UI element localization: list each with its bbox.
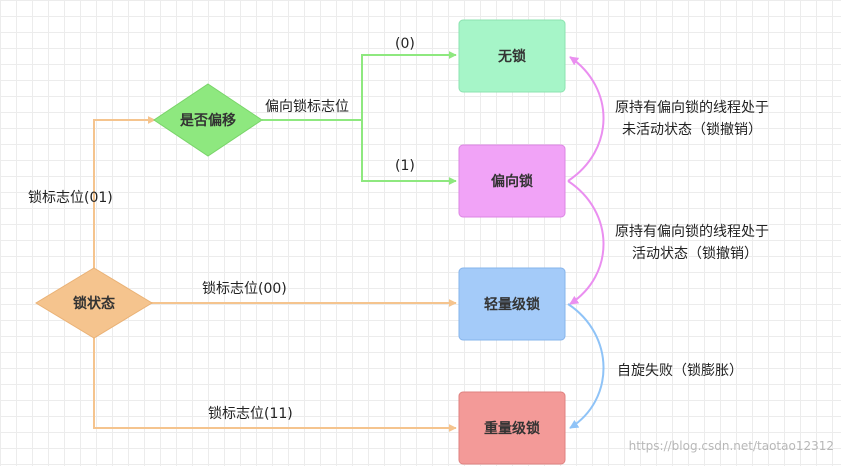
node-heavyweight-lock-label: 重量级锁 — [484, 420, 540, 437]
edge-label-revoke-inactive-line2: 未活动状态（锁撤销） — [622, 122, 762, 138]
node-is-biased — [153, 83, 263, 157]
edge-label-revoke-active-line2: 活动状态（锁撤销） — [632, 246, 758, 262]
node-lock-state — [35, 267, 153, 339]
node-lock-state-label: 锁状态 — [73, 295, 115, 312]
edge-isbiased-to-nolock — [361, 51, 457, 120]
node-biased-lock-label: 偏向锁 — [491, 173, 533, 190]
edge-label-flag-00: 锁标志位(00) — [202, 281, 287, 297]
edge-label-bit-0: (0) — [395, 36, 415, 52]
node-no-lock-label: 无锁 — [497, 48, 526, 65]
edge-biased-to-lightweight — [567, 180, 605, 305]
edge-label-flag-11: 锁标志位(11) — [208, 406, 293, 422]
edge-isbiased-to-biased — [361, 120, 457, 185]
node-lightweight-lock — [458, 267, 566, 341]
watermark-text: https://blog.csdn.net/taotao12312 — [629, 439, 834, 453]
edge-label-biased-flag: 偏向锁标志位 — [265, 99, 349, 115]
edge-lightweight-to-heavyweight — [567, 303, 605, 429]
node-biased-lock — [458, 144, 566, 218]
node-is-biased-label: 是否偏移 — [180, 112, 236, 129]
edge-label-spin-fail: 自旋失败（锁膨胀） — [617, 362, 743, 379]
edge-label-flag-01: 锁标志位(01) — [28, 190, 113, 206]
edge-lockstate-to-heavyweight — [93, 338, 457, 432]
edge-label-revoke-active-line1: 原持有偏向锁的线程处于 — [615, 224, 769, 240]
edge-biased-to-nolock — [567, 56, 605, 182]
node-heavyweight-lock — [458, 391, 566, 465]
edge-lockstate-to-isbiased — [93, 116, 156, 270]
node-no-lock — [458, 19, 566, 93]
edge-label-revoke-inactive-line1: 原持有偏向锁的线程处于 — [615, 100, 769, 116]
edge-label-bit-1: (1) — [395, 158, 415, 174]
node-lightweight-lock-label: 轻量级锁 — [484, 296, 540, 313]
